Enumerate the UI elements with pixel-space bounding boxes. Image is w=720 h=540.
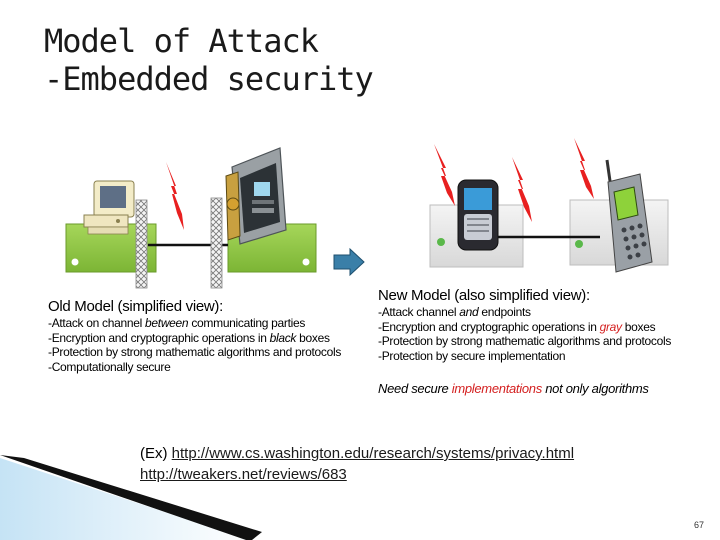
old-model-diagram	[65, 147, 317, 289]
new-right-led-icon	[575, 240, 583, 248]
title-line-2: -Embedded security	[44, 60, 374, 98]
new-bullet: -Protection by strong mathematic algorit…	[378, 334, 672, 348]
link-washington-privacy[interactable]: http://www.cs.washington.edu/research/sy…	[171, 445, 575, 462]
old-bullet: -Computationally secure	[48, 359, 171, 374]
old-bullet: -Encryption and cryptographic operations…	[48, 330, 330, 345]
new-model-diagram	[429, 138, 669, 273]
transition-arrow-icon	[333, 247, 365, 277]
new-bullet: -Encryption and cryptographic operations…	[378, 319, 656, 334]
link-line-2: http://tweakers.net/reviews/683	[140, 464, 574, 485]
old-bullet: -Protection by strong mathematic algorit…	[48, 345, 342, 359]
mobile-phone-icon	[605, 159, 653, 273]
old-right-led-icon	[302, 258, 310, 266]
new-bullet: -Attack channel and endpoints	[378, 305, 531, 319]
link-line-1: (Ex) http://www.cs.washington.edu/resear…	[140, 443, 574, 464]
fence-right	[210, 197, 223, 289]
computer-icon	[83, 180, 135, 235]
lightning-icon	[166, 162, 184, 230]
old-left-led-icon	[71, 258, 79, 266]
lightning-icon	[512, 157, 532, 222]
need-secure-note: Need secure implementations not only alg…	[378, 381, 649, 396]
fence-left	[135, 199, 148, 289]
lightning-icon	[434, 144, 455, 206]
new-model-text: New Model (also simplified view): -Attac…	[378, 287, 718, 396]
link-tweakers-review[interactable]: http://tweakers.net/reviews/683	[140, 466, 347, 483]
page-number: 67	[693, 520, 704, 530]
links-prefix: (Ex)	[140, 445, 172, 462]
old-bullet: -Attack on channel between communicating…	[48, 316, 306, 330]
lightning-icon	[574, 138, 594, 199]
old-model-text: Old Model (simplified view): -Attack on …	[48, 298, 348, 374]
slide-title: Model of Attack -Embedded security	[44, 22, 374, 98]
new-bullet: -Protection by secure implementation	[378, 348, 566, 363]
footer-swoosh	[0, 455, 262, 540]
new-model-heading: New Model (also simplified view):	[378, 287, 590, 304]
old-model-heading: Old Model (simplified view):	[48, 298, 223, 315]
smartphone-icon	[457, 179, 499, 251]
example-links: (Ex) http://www.cs.washington.edu/resear…	[140, 443, 574, 485]
title-line-1: Model of Attack	[44, 22, 319, 60]
new-left-led-icon	[437, 238, 445, 246]
safe-icon	[225, 147, 287, 245]
